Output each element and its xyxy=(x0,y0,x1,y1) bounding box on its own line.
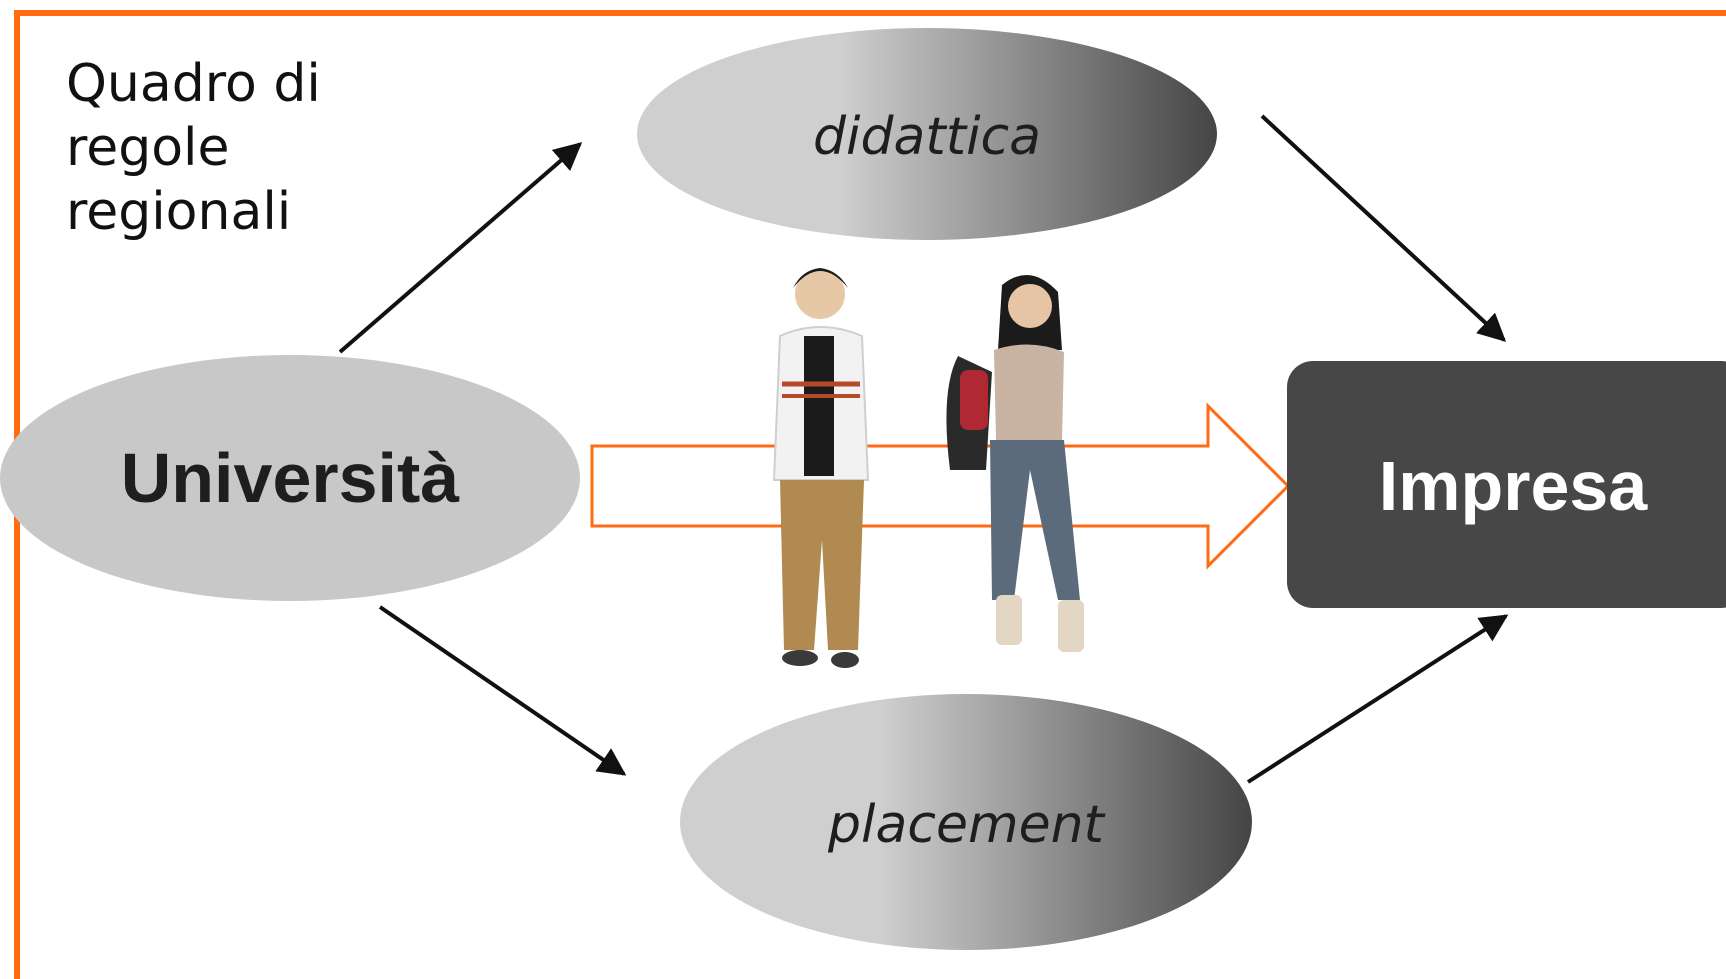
university-label: Università xyxy=(121,439,461,517)
female-student-figure xyxy=(946,275,1084,652)
frame-top-border xyxy=(14,10,1726,16)
arrow-placement-to-company xyxy=(1246,614,1509,784)
male-student-figure xyxy=(772,268,870,668)
arrow-university-to-didactics xyxy=(338,142,583,354)
university-node xyxy=(0,355,580,601)
placement-node xyxy=(680,694,1252,950)
placement-label: placement xyxy=(827,795,1106,855)
didactics-label: didattica xyxy=(813,107,1041,167)
main-flow-arrow xyxy=(590,402,1291,570)
company-label: Impresa xyxy=(1379,447,1649,525)
students-illustration xyxy=(772,268,1084,668)
arrow-university-to-placement xyxy=(378,605,627,776)
regional-rules-label: Quadro di regole regionali xyxy=(66,54,321,242)
arrow-didactics-to-company xyxy=(1260,114,1507,342)
company-node xyxy=(1287,361,1726,608)
didactics-node xyxy=(637,28,1217,240)
